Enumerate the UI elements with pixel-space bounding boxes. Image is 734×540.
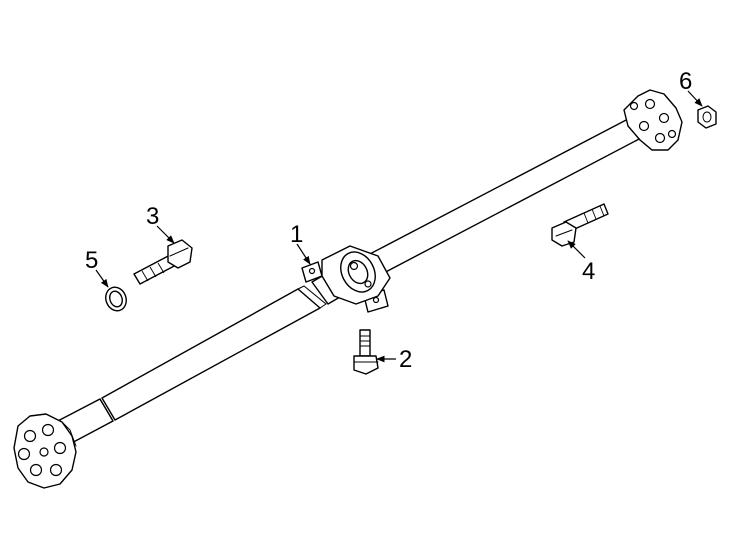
nut-6 [697,105,717,129]
leader-lines [95,90,703,363]
callout-4: 4 [582,258,595,285]
callout-3: 3 [146,203,159,230]
front-tube [101,288,321,421]
leader-1 [296,243,311,265]
bolt-2 [353,329,379,375]
bolt-3 [133,239,193,285]
leader-4 [567,240,586,259]
callout-2: 2 [399,346,412,373]
callout-5: 5 [85,247,98,274]
callout-6: 6 [679,68,692,95]
rear-tube [365,117,642,277]
washer-5 [105,286,127,312]
leader-5 [95,269,109,288]
front-flex-disc [13,413,77,489]
leader-6 [687,90,703,107]
center-support-bearing [301,245,391,313]
rear-flex-disc [623,89,683,151]
bolt-4 [551,203,609,247]
leader-3 [156,225,175,244]
driveshaft-assembly [13,89,683,489]
callout-1: 1 [290,221,303,248]
